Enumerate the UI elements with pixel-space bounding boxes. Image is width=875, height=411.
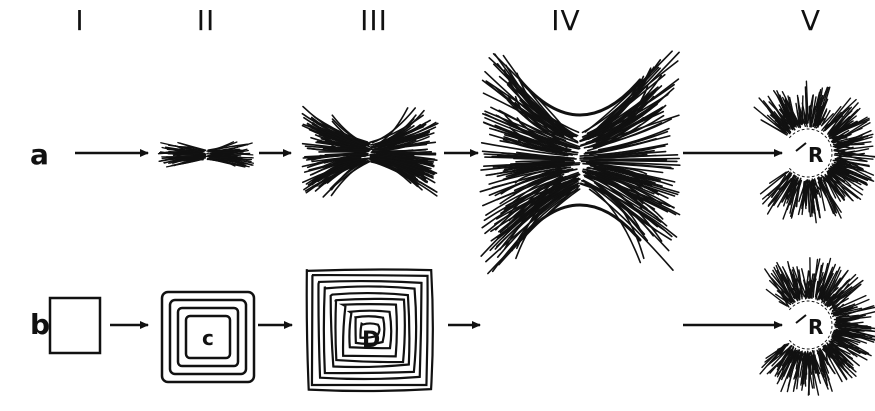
r-pointer-a xyxy=(796,143,806,151)
label-c: c xyxy=(202,326,214,350)
stage-a-iv-bowtie xyxy=(480,51,680,273)
label-r-a: R xyxy=(808,143,823,167)
stage-b-i-square xyxy=(50,298,100,353)
label-r-b: R xyxy=(808,315,823,339)
label-d: D xyxy=(362,328,380,353)
stage-a-ii-bowtie xyxy=(159,142,254,167)
r-pointer-b xyxy=(796,315,806,323)
stage-a-iii-bowtie xyxy=(302,107,437,197)
